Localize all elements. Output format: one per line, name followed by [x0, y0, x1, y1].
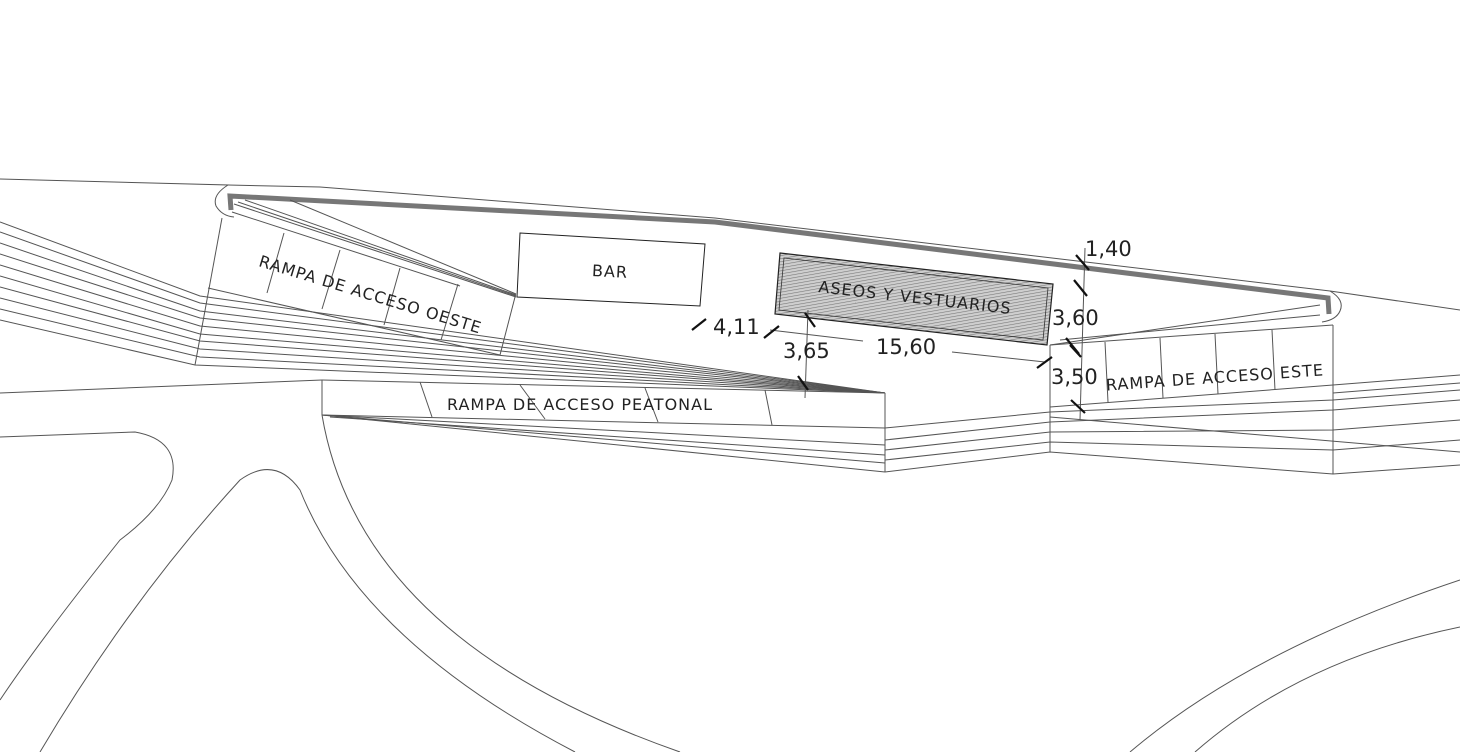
perimeter-wall — [227, 193, 1332, 315]
roads — [0, 414, 1460, 752]
dimension-3-65: 3,65 — [783, 339, 830, 363]
west-ramp — [194, 199, 517, 366]
east-ramp — [884, 304, 1460, 475]
dimension-3-60: 3,60 — [1052, 306, 1099, 330]
aseos-building: ASEOS Y VESTUARIOS — [774, 252, 1054, 346]
rampa-peatonal-label: RAMPA DE ACCESO PEATONAL — [447, 395, 713, 414]
dimension-3-50: 3,50 — [1051, 365, 1098, 389]
rampa-oeste-label: RAMPA DE ACCESO OESTE — [257, 252, 485, 338]
dimension-4-11: 4,11 — [713, 315, 760, 339]
ramp-steps-left — [0, 221, 886, 394]
site-boundary — [0, 178, 1460, 323]
pedestrian-ramp — [321, 379, 886, 473]
rampa-este-label: RAMPA DE ACCESO ESTE — [1105, 360, 1324, 394]
dimension-lines — [691, 247, 1090, 421]
bar-building: BAR — [516, 232, 706, 307]
bar-label: BAR — [592, 261, 629, 282]
dimension-15-60: 15,60 — [876, 335, 936, 359]
dimension-1-40: 1,40 — [1085, 237, 1132, 261]
